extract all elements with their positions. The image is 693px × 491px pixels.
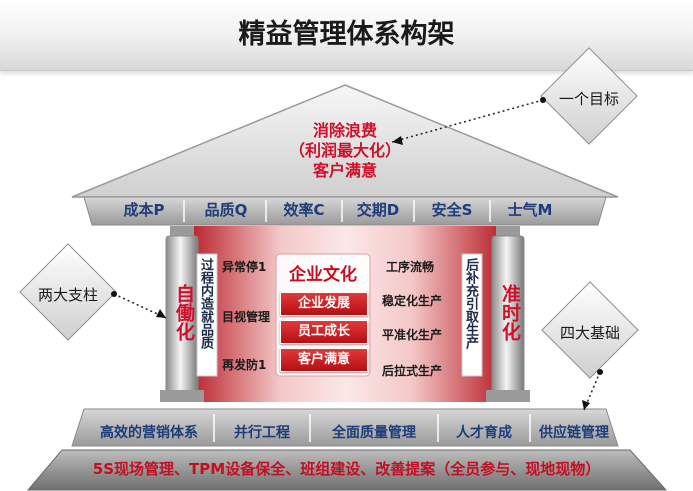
right-item-3: 平准化生产 — [382, 328, 443, 342]
foundation-concurrent-engineering: 并行工程 — [234, 425, 290, 441]
metric-morale: 士气M — [507, 201, 553, 219]
left-vertical-text: 过程内造就品质 — [198, 258, 213, 349]
metric-delivery: 交期D — [356, 201, 400, 219]
left-vertical-panel — [196, 253, 218, 377]
roof-line-3: 客户满意 — [312, 161, 377, 180]
pillars-label: 两大支柱 — [37, 286, 98, 304]
right-item-1: 工序流畅 — [386, 260, 435, 274]
goal-label: 一个目标 — [558, 90, 619, 108]
right-vertical-panel — [461, 253, 483, 377]
roof-line-2: （利润最大化） — [288, 141, 401, 160]
metric-cost: 成本P — [123, 201, 165, 219]
left-item-1: 异常停1 — [222, 260, 267, 274]
metrics-beam — [83, 196, 607, 226]
foundation-tqm: 全面质量管理 — [332, 425, 416, 441]
title-bar — [0, 0, 693, 71]
foundation-talent: 人才育成 — [456, 425, 512, 441]
foundations-diamond — [541, 281, 639, 379]
foundations-label: 四大基础 — [559, 324, 620, 342]
metric-safety: 安全S — [431, 201, 473, 219]
right-vertical-text: 后补充引取生产 — [463, 258, 478, 349]
page-title: 精益管理体系构架 — [238, 19, 455, 50]
culture-title: 企业文化 — [289, 265, 357, 285]
right-pillar-title: 准时化 — [499, 283, 521, 341]
pillars-diamond — [19, 243, 117, 341]
foundation-band — [71, 408, 619, 447]
culture-item-development: 企业发展 — [280, 292, 368, 316]
culture-item-customer: 客户满意 — [280, 348, 368, 372]
base-band — [26, 449, 668, 491]
metric-efficiency: 效率C — [283, 201, 325, 219]
left-pillar-title: 自働化 — [173, 283, 195, 341]
right-item-2: 稳定化生产 — [382, 294, 443, 308]
metric-quality: 品质Q — [204, 201, 248, 219]
goal-diamond — [540, 47, 638, 145]
culture-item-employee: 员工成长 — [280, 320, 368, 344]
roof-line-1: 消除浪费 — [312, 121, 377, 140]
base-text: 5S现场管理、TPM设备保全、班组建设、改善提案（全员参与、现地现物） — [92, 460, 601, 478]
left-item-3: 再发防1 — [222, 358, 267, 372]
left-item-2: 目视管理 — [222, 310, 271, 324]
foundation-supply-chain: 供应链管理 — [539, 425, 609, 441]
right-item-4: 后拉式生产 — [382, 364, 443, 378]
foundation-marketing: 高效的营销体系 — [100, 425, 198, 441]
